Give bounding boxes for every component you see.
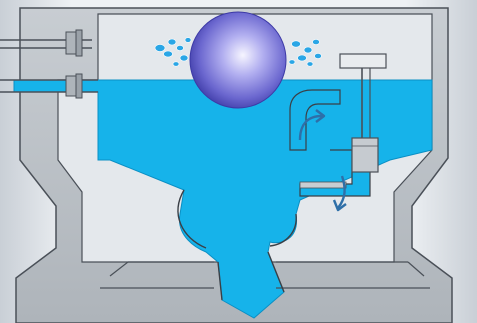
float-valve-icon (352, 138, 378, 172)
float-ball-icon (190, 12, 286, 108)
